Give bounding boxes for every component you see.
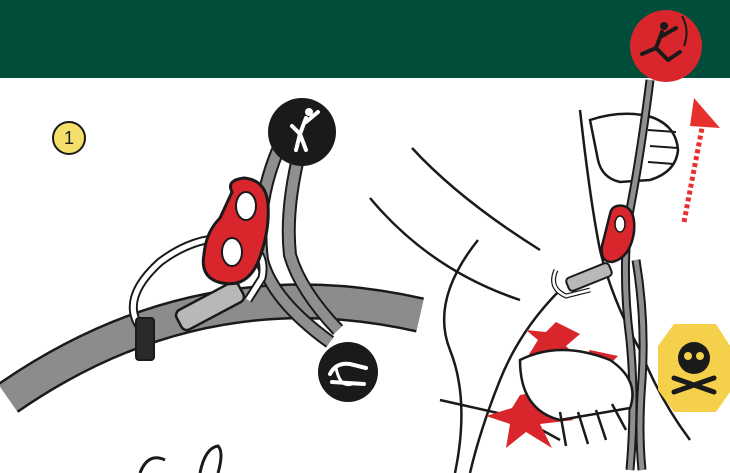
lower-hand-warning: [486, 322, 633, 448]
brake-hand-icon: [318, 342, 378, 402]
step-number: 1: [64, 128, 74, 149]
climber-icon: [268, 98, 336, 166]
falling-climber-icon: [630, 10, 702, 82]
upward-arrow-icon: [684, 98, 720, 222]
skull-crossbones-icon: [658, 324, 730, 412]
lower-carabiner: [140, 446, 221, 473]
step-number-badge: 1: [52, 121, 86, 155]
